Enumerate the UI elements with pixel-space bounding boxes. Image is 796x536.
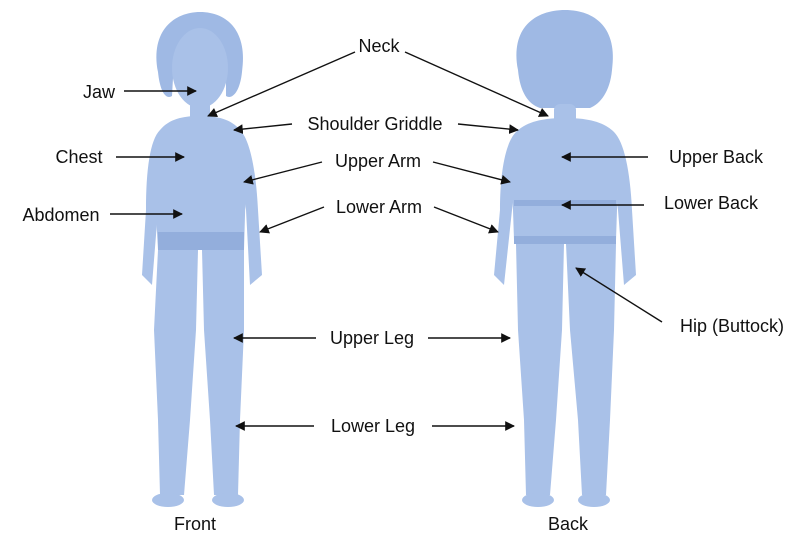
arrow-lower-arm-front [260, 207, 324, 232]
arrow-lower-arm-back [434, 207, 498, 232]
front-figure [142, 12, 262, 507]
label-upper-leg: Upper Leg [330, 328, 414, 348]
caption-front: Front [174, 514, 216, 534]
label-lower-arm: Lower Arm [336, 197, 422, 217]
label-upper-arm: Upper Arm [335, 151, 421, 171]
arrow-shoulder-front [234, 124, 292, 130]
back-figure [494, 10, 636, 507]
arrow-upper-arm-front [244, 162, 322, 182]
label-upper-back: Upper Back [669, 147, 764, 167]
label-hip: Hip (Buttock) [680, 316, 784, 336]
label-lower-back: Lower Back [664, 193, 759, 213]
label-neck: Neck [358, 36, 400, 56]
label-shoulder-griddle: Shoulder Griddle [307, 114, 442, 134]
label-jaw: Jaw [83, 82, 116, 102]
caption-back: Back [548, 514, 589, 534]
arrow-shoulder-back [458, 124, 518, 130]
arrow-upper-arm-back [433, 162, 510, 182]
label-abdomen: Abdomen [22, 205, 99, 225]
labels: Neck Jaw Shoulder Griddle Chest Upper Ar… [22, 36, 784, 534]
label-chest: Chest [55, 147, 102, 167]
label-lower-leg: Lower Leg [331, 416, 415, 436]
